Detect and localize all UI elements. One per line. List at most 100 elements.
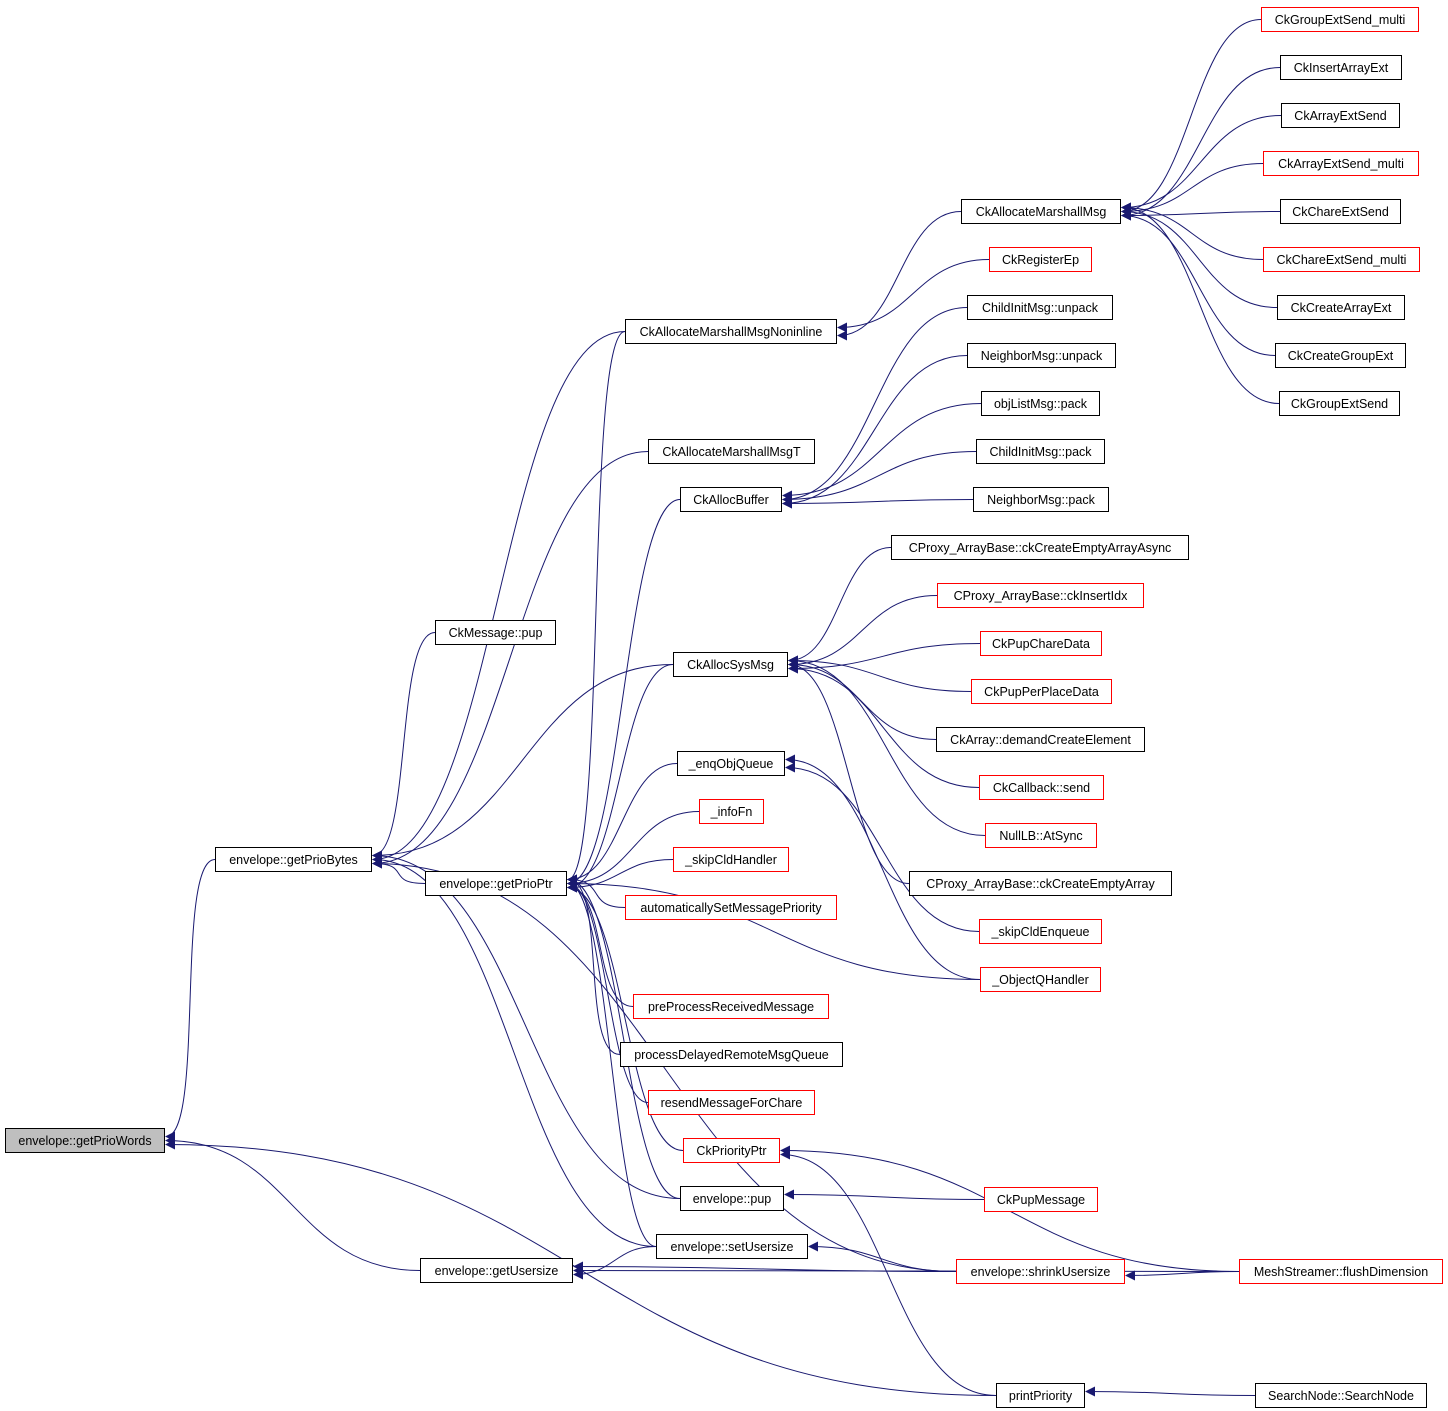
- graph-node-ck-chare-ext-send-multi[interactable]: CkChareExtSend_multi: [1263, 247, 1420, 272]
- node-label: envelope::getUsersize: [434, 1263, 559, 1278]
- graph-node-ck-alloc-buffer[interactable]: CkAllocBuffer: [680, 487, 782, 512]
- graph-node-ck-create-empty-array[interactable]: CProxy_ArrayBase::ckCreateEmptyArray: [909, 871, 1172, 896]
- graph-node-object-q-handler[interactable]: _ObjectQHandler: [980, 967, 1101, 992]
- call-edge-CkCreateGroupExt-to-CkAllocateMarshallMsg: [1121, 210, 1276, 356]
- node-label: CkPupMessage: [996, 1192, 1086, 1207]
- call-edge-getPrioBytes-to-getPrioWords: [165, 859, 216, 1142]
- graph-node-ck-array-ext-send[interactable]: CkArrayExtSend: [1281, 103, 1400, 128]
- call-edge-CkRegisterEp-to-CkAllocateMarshallMsgNoninline: [837, 259, 990, 333]
- node-label: CkArrayExtSend: [1294, 108, 1387, 123]
- node-label: envelope::getPrioBytes: [229, 852, 358, 867]
- graph-node-search-node[interactable]: SearchNode::SearchNode: [1255, 1383, 1427, 1408]
- call-edge-skipCldHandler-to-getPrioPtr: [567, 859, 674, 893]
- graph-node-ck-create-empty-array-async[interactable]: CProxy_ArrayBase::ckCreateEmptyArrayAsyn…: [891, 535, 1189, 560]
- node-label: CkAllocateMarshallMsgT: [662, 444, 801, 459]
- graph-node-resend-msg[interactable]: resendMessageForChare: [648, 1090, 815, 1115]
- graph-node-info-fn[interactable]: _infoFn: [699, 799, 764, 824]
- graph-node-get-prio-ptr[interactable]: envelope::getPrioPtr: [425, 871, 567, 896]
- graph-node-ck-create-group-ext[interactable]: CkCreateGroupExt: [1275, 343, 1406, 368]
- graph-node-ck-array-ext-send-multi[interactable]: CkArrayExtSend_multi: [1263, 151, 1419, 176]
- node-label: _skipCldHandler: [685, 852, 777, 867]
- graph-node-enq-obj-queue[interactable]: _enqObjQueue: [677, 751, 785, 776]
- graph-node-ck-priority-ptr[interactable]: CkPriorityPtr: [683, 1138, 780, 1163]
- graph-node-child-init-pack[interactable]: ChildInitMsg::pack: [976, 439, 1105, 464]
- call-edge-getUsersize-to-getPrioWords: [165, 1135, 421, 1271]
- node-label: automaticallySetMessagePriority: [640, 900, 822, 915]
- graph-node-ck-group-ext-send-multi[interactable]: CkGroupExtSend_multi: [1261, 7, 1419, 32]
- node-label: CkAllocSysMsg: [687, 657, 774, 672]
- graph-node-print-priority[interactable]: printPriority: [996, 1383, 1085, 1408]
- graph-node-skip-cld-handler[interactable]: _skipCldHandler: [673, 847, 789, 872]
- call-edge-autoSetPrio-to-getPrioPtr: [567, 874, 626, 908]
- graph-node-ck-insert-idx[interactable]: CProxy_ArrayBase::ckInsertIdx: [937, 583, 1144, 608]
- graph-node-shrink-usersize[interactable]: envelope::shrinkUsersize: [956, 1259, 1125, 1284]
- call-edge-flushDimension-to-shrinkUsersize: [1125, 1270, 1240, 1281]
- graph-node-auto-set-prio[interactable]: automaticallySetMessagePriority: [625, 895, 837, 920]
- call-edge-enqObjQueue-to-getPrioPtr: [567, 763, 678, 885]
- call-edge-CkAllocateMarshallMsgT-to-getPrioBytes: [372, 451, 649, 869]
- call-edge-CkAllocBuffer-to-getPrioPtr: [567, 499, 681, 889]
- call-edge-resendMsg-to-getPrioPtr: [567, 878, 649, 1103]
- call-edge-infoFn-to-getPrioPtr: [567, 811, 700, 889]
- node-label: envelope::shrinkUsersize: [970, 1264, 1111, 1279]
- graph-node-ck-chare-ext-send[interactable]: CkChareExtSend: [1280, 199, 1401, 224]
- graph-node-flush-dimension[interactable]: MeshStreamer::flushDimension: [1239, 1259, 1443, 1284]
- call-edge-NeighborUnpack-to-CkAllocBuffer: [782, 355, 968, 509]
- graph-node-ck-pup-chare-data[interactable]: CkPupChareData: [980, 631, 1102, 656]
- call-edge-demandCreateElement-to-CkAllocSysMsg: [788, 659, 937, 740]
- graph-node-neighbor-unpack[interactable]: NeighborMsg::unpack: [967, 343, 1116, 368]
- node-label: CkGroupExtSend_multi: [1274, 12, 1406, 27]
- call-edge-shrinkUsersize-to-setUsersize: [808, 1241, 957, 1272]
- graph-node-ck-register-ep[interactable]: CkRegisterEp: [989, 247, 1092, 272]
- graph-node-ck-alloc-sys-msg[interactable]: CkAllocSysMsg: [673, 652, 788, 677]
- graph-node-ck-insert-array-ext[interactable]: CkInsertArrayExt: [1280, 55, 1402, 80]
- call-edge-setUsersize-to-getUsersize: [573, 1246, 657, 1280]
- node-label: objListMsg::pack: [993, 396, 1088, 411]
- call-edge-setUsersize-to-getPrioPtr: [567, 878, 657, 1247]
- node-label: CkGroupExtSend: [1290, 396, 1389, 411]
- graph-node-ck-callback-send[interactable]: CkCallback::send: [979, 775, 1104, 800]
- node-label: CProxy_ArrayBase::ckInsertIdx: [953, 588, 1128, 603]
- graph-node-skip-cld-enqueue[interactable]: _skipCldEnqueue: [979, 919, 1102, 944]
- graph-node-demand-create-element[interactable]: CkArray::demandCreateElement: [936, 727, 1145, 752]
- call-edge-preProcess-to-getPrioPtr: [567, 882, 634, 1007]
- call-edge-ChildInitPack-to-CkAllocBuffer: [782, 451, 977, 505]
- graph-node-ck-create-array-ext[interactable]: CkCreateArrayExt: [1277, 295, 1405, 320]
- graph-node-ck-pup-message[interactable]: CkPupMessage: [984, 1187, 1098, 1212]
- call-edge-CkPupChareData-to-CkAllocSysMsg: [788, 643, 981, 674]
- graph-node-envelope-pup[interactable]: envelope::pup: [680, 1186, 784, 1211]
- node-label: CkAllocBuffer: [693, 492, 769, 507]
- call-edge-NullLBAtSync-to-CkAllocSysMsg: [788, 655, 986, 836]
- graph-node-ck-allocate-marshall-msg-noninline[interactable]: CkAllocateMarshallMsgNoninline: [625, 319, 837, 344]
- graph-node-obj-list-pack[interactable]: objListMsg::pack: [981, 391, 1100, 416]
- node-label: _enqObjQueue: [688, 756, 774, 771]
- call-edge-CkAllocateMarshallMsg-to-CkAllocateMarshallMsgNoninline: [837, 211, 962, 341]
- graph-node-get-usersize[interactable]: envelope::getUsersize: [420, 1258, 573, 1283]
- graph-node-ck-allocate-marshall-msg-t[interactable]: CkAllocateMarshallMsgT: [648, 439, 815, 464]
- graph-node-ck-group-ext-send[interactable]: CkGroupExtSend: [1279, 391, 1400, 416]
- graph-node-child-init-unpack[interactable]: ChildInitMsg::unpack: [967, 295, 1113, 320]
- call-edge-CkAllocSysMsg-to-getPrioPtr: [567, 664, 674, 893]
- graph-node-ck-message-pup[interactable]: CkMessage::pup: [435, 620, 556, 645]
- graph-node-pre-process[interactable]: preProcessReceivedMessage: [633, 994, 829, 1019]
- node-label: CkCreateArrayExt: [1290, 300, 1392, 315]
- graph-node-neighbor-pack[interactable]: NeighborMsg::pack: [973, 487, 1109, 512]
- call-edge-ckCreateEmptyArray-to-CkAllocSysMsg: [788, 659, 910, 884]
- call-edge-printPriority-to-getPrioWords: [165, 1139, 997, 1396]
- call-edge-ckCreateEmptyArrayAsync-to-CkAllocSysMsg: [788, 547, 892, 666]
- call-edge-CkPriorityPtr-to-getPrioPtr: [567, 882, 684, 1151]
- call-edge-CkAllocateMarshallMsgNoninline-to-getPrioBytes: [372, 331, 626, 865]
- graph-node-set-usersize[interactable]: envelope::setUsersize: [656, 1234, 808, 1259]
- node-label: NeighborMsg::pack: [987, 492, 1095, 507]
- call-edge-CkGroupExtSend-to-CkAllocateMarshallMsg: [1121, 202, 1280, 404]
- node-label: NeighborMsg::unpack: [980, 348, 1103, 363]
- graph-node-ck-pup-per-place-data[interactable]: CkPupPerPlaceData: [971, 679, 1112, 704]
- call-edge-ObjectQHandler-to-getPrioPtr: [567, 878, 981, 980]
- graph-node-get-prio-bytes[interactable]: envelope::getPrioBytes: [215, 847, 372, 872]
- graph-node-null-l-b-at-sync[interactable]: NullLB::AtSync: [985, 823, 1097, 848]
- graph-node-ck-allocate-marshall-msg[interactable]: CkAllocateMarshallMsg: [961, 199, 1121, 224]
- graph-node-process-delayed[interactable]: processDelayedRemoteMsgQueue: [620, 1042, 843, 1067]
- node-label: resendMessageForChare: [660, 1095, 803, 1110]
- call-edge-setUsersize-to-getPrioBytes: [372, 854, 657, 1247]
